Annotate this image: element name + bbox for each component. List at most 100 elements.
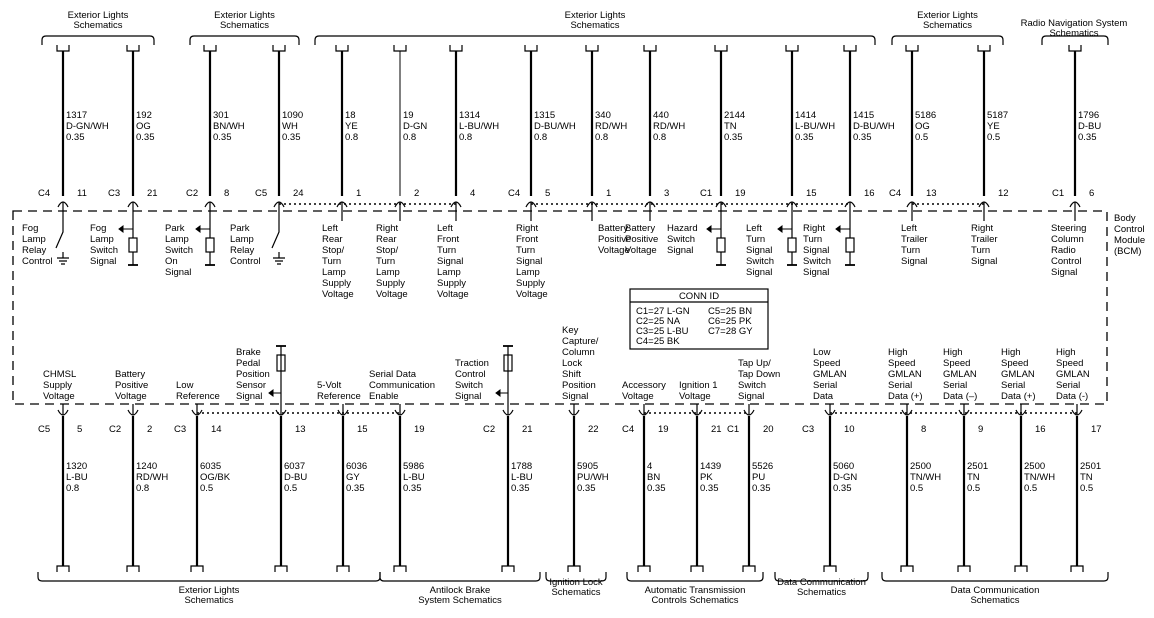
signal-label: Turn <box>322 256 341 267</box>
signal-label: Lamp <box>90 234 114 245</box>
pin-number: 1 <box>606 188 611 199</box>
signal-label: Right <box>376 223 399 234</box>
wire-terminal <box>501 565 515 572</box>
signal-label: Trailer <box>971 234 998 245</box>
wire-spec: 0.5 <box>1024 483 1037 494</box>
wire-spec: 0.5 <box>967 483 980 494</box>
wire-spec: 0.8 <box>345 132 358 143</box>
signal-label: GMLAN <box>1056 369 1090 380</box>
connector-pin <box>958 409 970 416</box>
connector-id: C4 <box>508 188 520 199</box>
relay-switch <box>55 221 64 258</box>
signal-label: Turn <box>376 256 395 267</box>
signal-label: Control <box>22 256 53 267</box>
wire-spec: 0.8 <box>459 132 472 143</box>
wire-spec: 1090 <box>282 110 303 121</box>
wire-terminal <box>690 565 704 572</box>
signal-label: 5-Volt <box>317 380 342 391</box>
signal-label: Voltage <box>376 289 408 300</box>
wire-spec: WH <box>282 121 298 132</box>
wire-spec: 301 <box>213 110 229 121</box>
connector-id: C1 <box>700 188 712 199</box>
wire-spec: 18 <box>345 110 356 121</box>
signal-label: Traction <box>455 358 489 369</box>
signal-label: Switch <box>738 380 766 391</box>
wire-spec: D-BU/WH <box>853 121 895 132</box>
pin-number: 19 <box>414 424 425 435</box>
wire-spec: 0.5 <box>284 483 297 494</box>
pin-number: 15 <box>357 424 368 435</box>
wire-spec: 19 <box>403 110 414 121</box>
wire-terminal <box>1070 565 1084 572</box>
bottom-schematic-bracket <box>379 572 541 582</box>
conn-id-entry: C1=27 L-GN <box>636 306 690 317</box>
signal-label: Supply <box>43 380 72 391</box>
bcm-outline <box>12 210 1108 405</box>
connector-pin <box>638 409 650 416</box>
bottom-schematic-title: Antilock Brake <box>430 585 491 596</box>
wire-spec: OG/BK <box>200 472 231 483</box>
pin-number: 17 <box>1091 424 1102 435</box>
wire-spec: 0.5 <box>910 483 923 494</box>
connector-id: C1 <box>1052 188 1064 199</box>
signal-label: Stop/ <box>376 245 399 256</box>
bottom-schematic-bracket <box>626 572 764 582</box>
wire-terminal <box>585 45 599 52</box>
signal-label: Supply <box>376 278 405 289</box>
wire-spec: BN/WH <box>213 121 245 132</box>
wire-spec: 0.8 <box>403 132 416 143</box>
pin-number: 14 <box>211 424 222 435</box>
bottom-schematic-bracket <box>881 572 1109 582</box>
wire-spec: RD/WH <box>653 121 685 132</box>
signal-label: Signal <box>803 245 829 256</box>
wire-spec: 2500 <box>910 461 931 472</box>
signal-label: Signal <box>667 245 693 256</box>
signal-label: Reference <box>176 391 220 402</box>
connector-id: C5 <box>38 424 50 435</box>
pin-number: 2 <box>147 424 152 435</box>
signal-label: Column <box>1051 234 1084 245</box>
pin-number: 5 <box>77 424 82 435</box>
pin-number: 4 <box>470 188 475 199</box>
signal-label: Serial <box>943 380 967 391</box>
conn-id-box <box>629 288 769 350</box>
wire-spec: 0.35 <box>833 483 852 494</box>
arrow <box>118 225 133 233</box>
wire-spec: 0.5 <box>987 132 1000 143</box>
signal-label: Left <box>437 223 453 234</box>
signal-label: GMLAN <box>943 369 977 380</box>
signal-label: Lock <box>562 358 582 369</box>
connector-pin <box>57 409 69 416</box>
signal-label: Control <box>230 256 261 267</box>
top-schematic-title: Exterior Lights <box>565 10 626 21</box>
top-schematic-title: Schematics <box>220 20 269 31</box>
bottom-schematic-title: Data Communication <box>951 585 1040 596</box>
top-schematic-bracket <box>891 35 1004 45</box>
wire-spec: L-BU/WH <box>795 121 835 132</box>
signal-label: Signal <box>971 256 997 267</box>
wire-spec: 0.8 <box>653 132 666 143</box>
bottom-schematic-title: Exterior Lights <box>179 585 240 596</box>
bottom-schematic-title: Schematics <box>184 595 233 606</box>
signal-label: Lamp <box>22 234 46 245</box>
signal-label: Turn <box>746 234 765 245</box>
bottom-wire-6: Serial DataCommunicationEnable195986L-BU… <box>369 369 435 572</box>
pin-number: 8 <box>921 424 926 435</box>
conn-id-title: CONN ID <box>679 291 719 302</box>
signal-label: Turn <box>971 245 990 256</box>
wire-spec: 0.35 <box>752 483 771 494</box>
bottom-schematic-title: Controls Schematics <box>651 595 738 606</box>
signal-label: Positive <box>625 234 658 245</box>
signal-label: High <box>943 347 963 358</box>
wire-spec: 0.35 <box>66 132 85 143</box>
